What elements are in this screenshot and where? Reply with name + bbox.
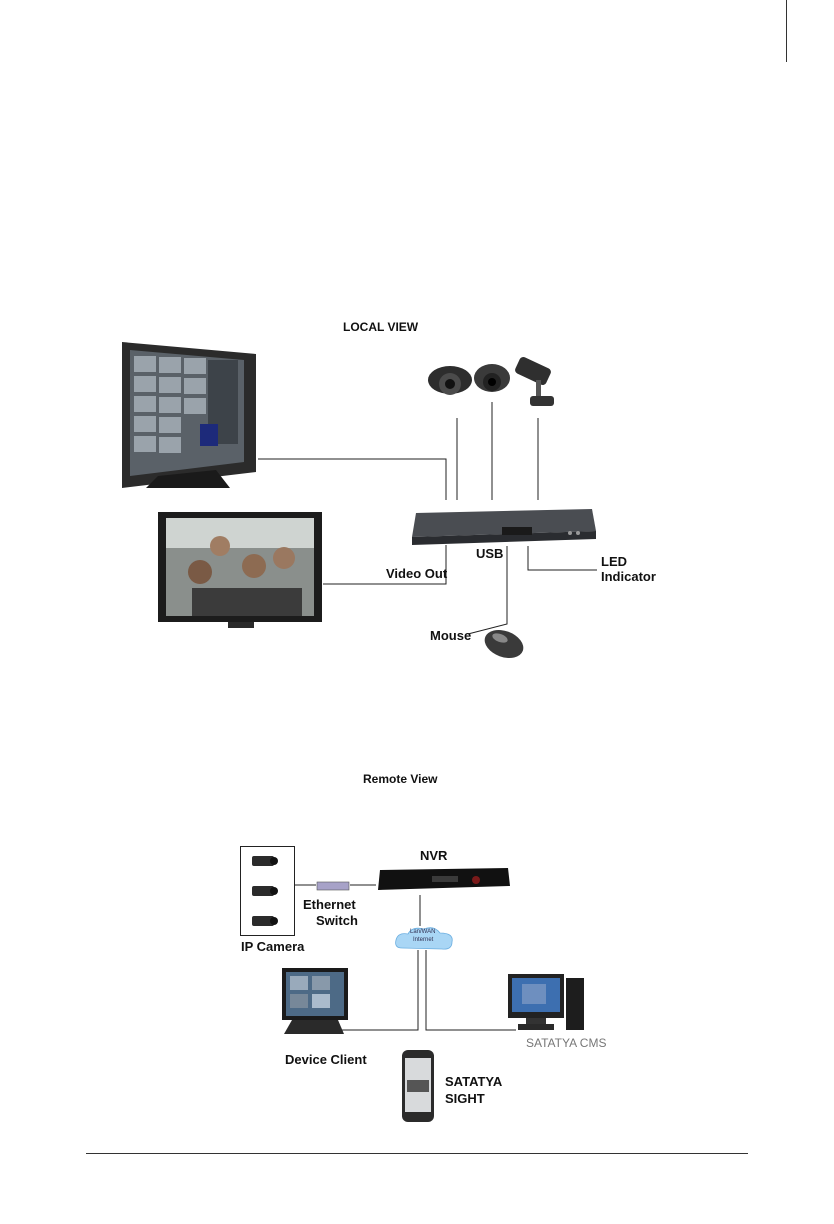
nvr-unit xyxy=(376,866,512,894)
cms-computer xyxy=(506,970,586,1034)
nvr-label: NVR xyxy=(420,848,447,863)
device-client-label: Device Client xyxy=(285,1052,367,1067)
ip-camera-1-icon xyxy=(250,852,280,868)
ethernet-label-line1: Ethernet xyxy=(303,897,356,912)
ip-camera-3-icon xyxy=(250,912,280,928)
cloud-label-line2: Internet xyxy=(413,937,433,943)
sight-label-line1: SATATYA xyxy=(445,1074,502,1089)
device-client-monitor xyxy=(278,966,350,1036)
footer-rule xyxy=(86,1153,748,1154)
sight-label-line2: SIGHT xyxy=(445,1091,485,1106)
ethernet-label-line2: Switch xyxy=(316,913,358,928)
ethernet-switch-icon xyxy=(316,880,350,892)
ip-camera-2-icon xyxy=(250,882,280,898)
cms-label: SATATYA CMS xyxy=(526,1036,606,1050)
ip-camera-label: IP Camera xyxy=(241,939,304,954)
cloud-label-line1: Lan/WAN xyxy=(410,929,435,935)
satatya-sight-phone xyxy=(398,1048,438,1126)
